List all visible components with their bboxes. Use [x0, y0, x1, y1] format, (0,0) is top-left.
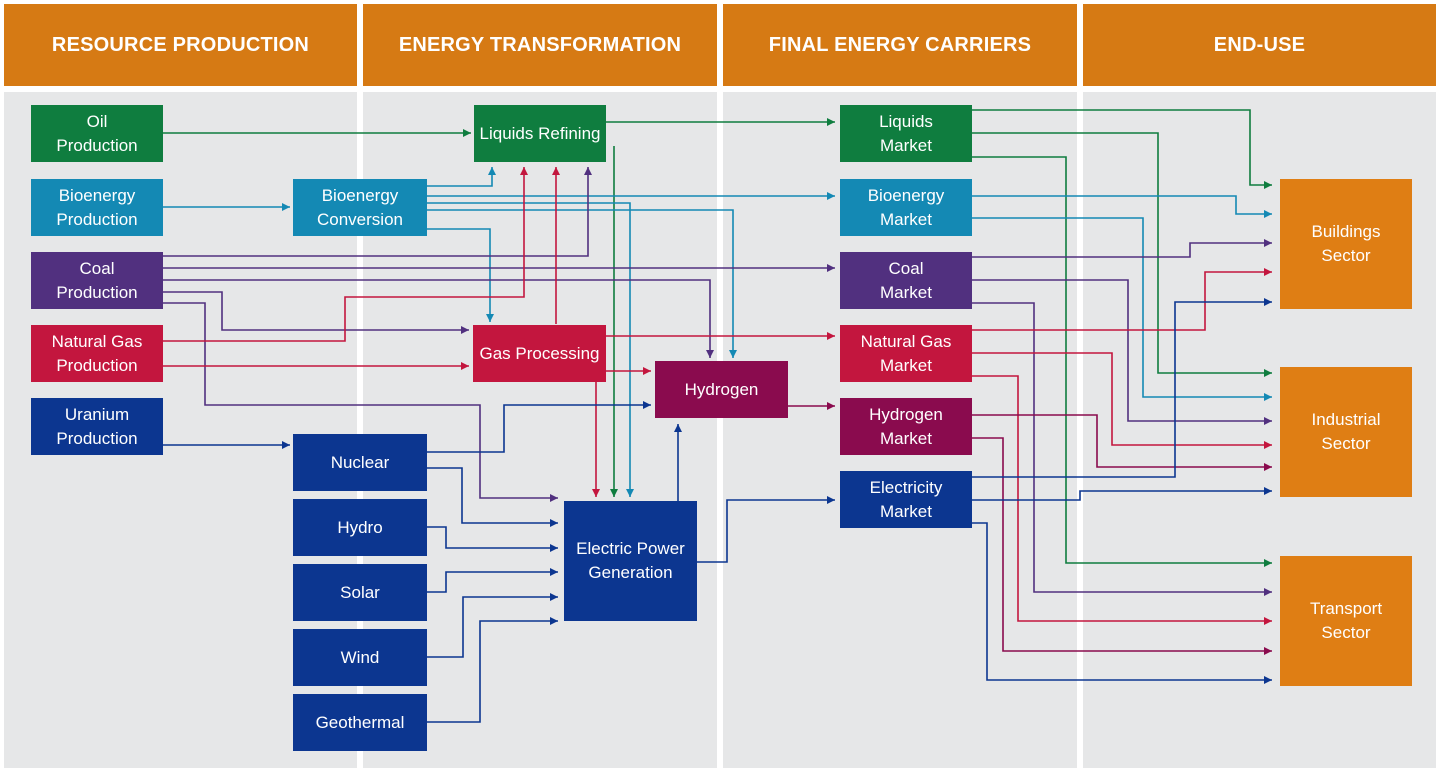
node-solar: Solar: [293, 564, 427, 621]
node-bioenergy-production: Bioenergy Production: [31, 179, 163, 236]
node-coal-production: Coal Production: [31, 252, 163, 309]
node-natural-gas-market: Natural Gas Market: [840, 325, 972, 382]
header-final-energy-carriers: FINAL ENERGY CARRIERS: [723, 4, 1077, 86]
node-geothermal: Geothermal: [293, 694, 427, 751]
natural-gas-flows: [163, 167, 1272, 625]
node-hydrogen: Hydrogen: [655, 361, 788, 418]
node-electric-power-generation: Electric Power Generation: [564, 501, 697, 621]
node-gas-processing: Gas Processing: [473, 325, 606, 382]
node-bioenergy-market: Bioenergy Market: [840, 179, 972, 236]
node-buildings-sector: Buildings Sector: [1280, 179, 1412, 309]
liquids-flows: [163, 109, 1272, 567]
node-transport-sector: Transport Sector: [1280, 556, 1412, 686]
node-natural-gas-production: Natural Gas Production: [31, 325, 163, 382]
node-wind: Wind: [293, 629, 427, 686]
header-energy-transformation: ENERGY TRANSFORMATION: [363, 4, 717, 86]
header-resource-production: RESOURCE PRODUCTION: [4, 4, 357, 86]
node-electricity-market: Electricity Market: [840, 471, 972, 528]
node-liquids-market: Liquids Market: [840, 105, 972, 162]
node-bioenergy-conversion: Bioenergy Conversion: [293, 179, 427, 236]
node-hydrogen-market: Hydrogen Market: [840, 398, 972, 455]
bioenergy-flows: [163, 167, 1272, 497]
node-hydro: Hydro: [293, 499, 427, 556]
node-industrial-sector: Industrial Sector: [1280, 367, 1412, 497]
coal-flows: [163, 167, 1272, 596]
node-nuclear: Nuclear: [293, 434, 427, 491]
node-oil-production: Oil Production: [31, 105, 163, 162]
hydrogen-flows: [788, 402, 1272, 655]
node-coal-market: Coal Market: [840, 252, 972, 309]
node-liquids-refining: Liquids Refining: [474, 105, 606, 162]
node-uranium-production: Uranium Production: [31, 398, 163, 455]
header-end-use: END-USE: [1083, 4, 1436, 86]
electricity-flows: [163, 298, 1272, 723]
